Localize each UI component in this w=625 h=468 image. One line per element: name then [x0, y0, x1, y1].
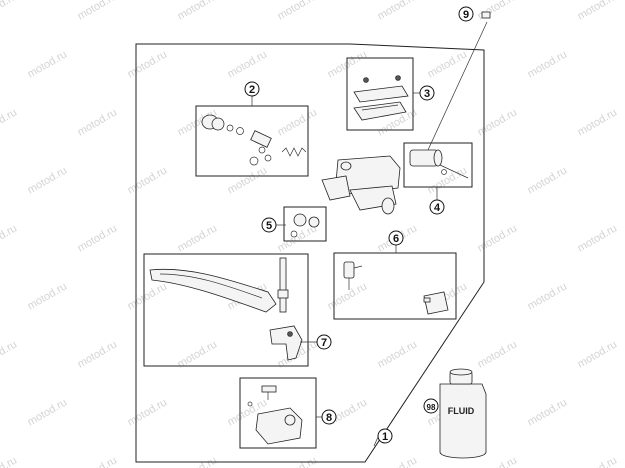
leader-lines: [251, 92, 438, 447]
watermark-text: motod.ru: [76, 222, 120, 254]
watermark-text: motod.ru: [276, 454, 320, 468]
callout-5: 5: [261, 217, 277, 233]
watermark-text: motod.ru: [526, 396, 570, 428]
callout-2: 2: [244, 81, 260, 97]
svg-text:2: 2: [249, 84, 255, 96]
watermark-text: motod.ru: [76, 338, 120, 370]
watermark-text: motod.ru: [526, 164, 570, 196]
watermark-text: motod.ru: [476, 222, 520, 254]
watermark-text: motod.ru: [126, 396, 170, 428]
watermark-text: motod.ru: [476, 0, 520, 23]
watermark-text: motod.ru: [576, 106, 620, 138]
callout-98: 98: [423, 398, 439, 414]
kit-3-parts: [353, 75, 409, 121]
callout-8: 8: [321, 409, 337, 425]
svg-text:6: 6: [393, 233, 399, 245]
watermark-text: motod.ru: [0, 106, 19, 138]
watermark-text: motod.ru: [76, 0, 120, 23]
watermark-text: motod.ru: [476, 338, 520, 370]
watermark-text: motod.ru: [576, 338, 620, 370]
watermark-text: motod.ru: [326, 280, 370, 312]
watermark-text: motod.ru: [376, 338, 420, 370]
kit-box-3: [346, 57, 414, 131]
svg-text:4: 4: [434, 202, 441, 214]
brake-lever: [149, 257, 303, 361]
callout-layer: 1 2 3 4 5 6 7 8: [244, 6, 474, 444]
watermark-text: motod.ru: [0, 454, 19, 468]
kit-box-8: [239, 377, 317, 449]
callout-9: 9: [458, 6, 474, 22]
kit-5-parts: [283, 206, 327, 242]
watermark-text: motod.ru: [126, 280, 170, 312]
watermark-text: motod.ru: [26, 280, 70, 312]
kit-6-parts: [343, 261, 449, 315]
watermark-text: motod.ru: [126, 164, 170, 196]
watermark-text: motod.ru: [576, 222, 620, 254]
watermark-text: motod.ru: [226, 164, 270, 196]
watermark-text: motod.ru: [426, 164, 470, 196]
watermark-text: motod.ru: [0, 0, 19, 23]
svg-text:5: 5: [266, 220, 272, 232]
watermark-text: motod.ru: [376, 0, 420, 23]
watermark-text: motod.ru: [126, 48, 170, 80]
watermark-text: motod.ru: [226, 48, 270, 80]
svg-text:98: 98: [427, 403, 436, 412]
kit-8-parts: [247, 385, 303, 445]
callout-4: 4: [429, 199, 445, 215]
svg-text:8: 8: [326, 412, 332, 424]
watermark-text: motod.ru: [176, 454, 220, 468]
watermark-text: motod.ru: [0, 222, 19, 254]
watermark-text: motod.ru: [476, 454, 520, 468]
watermark-text: motod.ru: [76, 106, 120, 138]
watermark-text: motod.ru: [176, 0, 220, 23]
leader-9: [427, 21, 488, 151]
kit-4-parts: [409, 149, 469, 179]
callout-7: 7: [316, 334, 332, 350]
watermark-text: motod.ru: [376, 454, 420, 468]
watermark-text: motod.ru: [26, 396, 70, 428]
watermark-text: motod.ru: [526, 280, 570, 312]
kit-box-6: [333, 252, 457, 320]
svg-text:3: 3: [424, 88, 430, 100]
callout-6: 6: [388, 230, 404, 246]
kit-box-4: [403, 142, 473, 188]
watermark-text: motod.ru: [526, 48, 570, 80]
svg-text:7: 7: [321, 337, 327, 349]
callout-1: 1: [377, 428, 393, 444]
kit-2-parts: [201, 114, 307, 166]
watermark-text: motod.ru: [176, 222, 220, 254]
watermark-text: motod.ru: [76, 454, 120, 468]
watermark-text: motod.ru: [576, 454, 620, 468]
watermark-text: motod.ru: [26, 164, 70, 196]
watermark-text: motod.ru: [0, 338, 19, 370]
watermark-text: motod.ru: [576, 0, 620, 23]
watermark-text: motod.ru: [276, 106, 320, 138]
fluid-bottle-label: FLUID: [448, 406, 475, 416]
assembly-outline: [135, 43, 485, 463]
watermark-text: motod.ru: [276, 0, 320, 23]
fluid-bottle: FLUID: [439, 368, 487, 459]
watermark-text: motod.ru: [26, 48, 70, 80]
master-cylinder-body: [321, 155, 401, 215]
watermark-text: motod.ru: [276, 222, 320, 254]
watermark-text: motod.ru: [476, 106, 520, 138]
lever-box: [143, 253, 309, 367]
callout-3: 3: [419, 85, 435, 101]
svg-text:9: 9: [463, 9, 469, 21]
svg-text:1: 1: [382, 431, 388, 443]
